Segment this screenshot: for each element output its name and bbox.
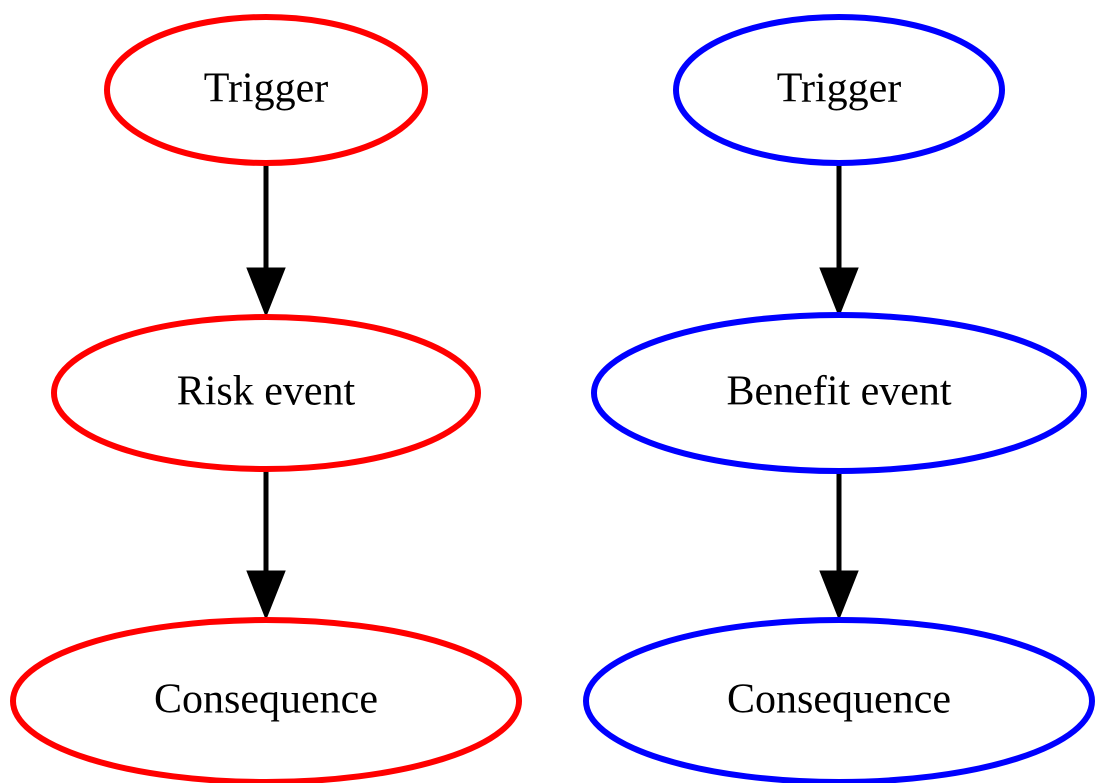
node-label: Consequence (727, 677, 951, 723)
node-benefit-event[interactable]: Benefit event (591, 312, 1087, 474)
node-risk-consequence[interactable]: Consequence (10, 617, 522, 783)
arrowhead-icon (246, 570, 286, 621)
node-ellipse[interactable] (104, 14, 428, 166)
node-benefit-consequence[interactable]: Consequence (583, 617, 1095, 783)
arrowhead-icon (819, 267, 859, 318)
node-label: Risk event (177, 369, 356, 415)
node-ellipse[interactable] (51, 314, 481, 472)
node-label: Trigger (777, 66, 901, 112)
node-risk-event[interactable]: Risk event (51, 314, 481, 472)
node-ellipse[interactable] (673, 14, 1005, 166)
arrowhead-icon (246, 267, 286, 318)
node-ellipse[interactable] (583, 617, 1095, 783)
node-benefit-trigger[interactable]: Trigger (673, 14, 1005, 166)
node-label: Benefit event (726, 369, 951, 415)
edge-benefit-trigger-to-benefit-event (819, 164, 859, 318)
edge-risk-event-to-risk-consequence (246, 470, 286, 621)
edge-benefit-event-to-benefit-consequence (819, 470, 859, 621)
node-label: Trigger (204, 66, 328, 112)
arrowhead-icon (819, 570, 859, 621)
node-label: Consequence (154, 677, 378, 723)
node-ellipse[interactable] (10, 617, 522, 783)
node-risk-trigger[interactable]: Trigger (104, 14, 428, 166)
node-ellipse[interactable] (591, 312, 1087, 474)
edge-risk-trigger-to-risk-event (246, 164, 286, 318)
